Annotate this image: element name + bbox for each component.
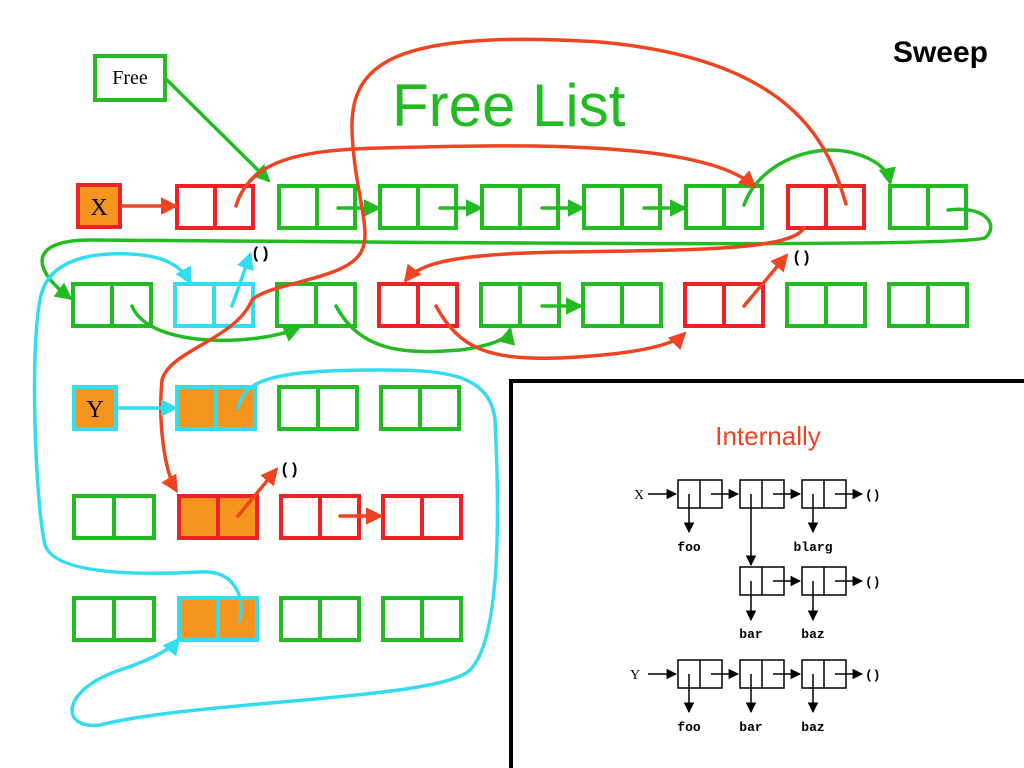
cyan-link xyxy=(32,252,243,622)
free-label-box xyxy=(93,54,167,102)
green-link xyxy=(742,148,896,207)
nil-marker: () xyxy=(251,245,270,263)
root-y-label: Y xyxy=(86,397,103,423)
green-wrap-link xyxy=(40,207,993,301)
inset-nil: () xyxy=(865,488,881,503)
red-link xyxy=(236,467,279,518)
slide-title: Sweep xyxy=(893,36,988,69)
red-link xyxy=(434,304,687,360)
inset-title: Internally xyxy=(715,421,821,451)
red-link xyxy=(403,226,806,283)
nil-marker: () xyxy=(280,461,299,479)
free-list-heading: Free List xyxy=(392,72,626,139)
cons-cell xyxy=(581,282,663,328)
cons-cell xyxy=(379,385,461,431)
nil-marker: () xyxy=(792,249,811,267)
free-pointer-arrow xyxy=(163,76,271,183)
cons-cell xyxy=(173,282,255,328)
cell-row-2 xyxy=(71,282,969,328)
inset-atom: blarg xyxy=(793,540,832,555)
cons-cell xyxy=(785,282,867,328)
red-link xyxy=(234,144,757,208)
cons-cell xyxy=(381,596,463,642)
inset-x-label: X xyxy=(634,488,644,503)
inset-y-label: Y xyxy=(630,668,640,683)
inset-atom: bar xyxy=(739,627,762,642)
root-y-box xyxy=(72,385,118,431)
live-links xyxy=(120,37,848,525)
cons-cell xyxy=(277,385,359,431)
cell-row-4 xyxy=(72,494,463,540)
red-link xyxy=(742,253,789,308)
cons-cell xyxy=(275,282,357,328)
red-link xyxy=(159,37,848,494)
free-list-links xyxy=(40,76,993,354)
cons-cell xyxy=(279,596,361,642)
cons-cell xyxy=(177,596,259,642)
inset-atom: foo xyxy=(677,720,701,735)
inset-nil: () xyxy=(865,668,881,683)
internal-representation-panel: Internally X Y xyxy=(509,379,1024,768)
inset-nil: () xyxy=(865,575,881,590)
cons-cell xyxy=(177,494,259,540)
free-pointer: Free xyxy=(93,54,167,102)
inset-frame xyxy=(509,379,1024,768)
nil-markers: () () () xyxy=(251,245,811,479)
inset-atom: baz xyxy=(801,720,824,735)
cons-cell xyxy=(887,282,969,328)
root-x-box xyxy=(76,183,122,229)
cons-cell xyxy=(175,385,257,431)
cons-cell xyxy=(71,282,153,328)
cons-cell xyxy=(786,184,866,230)
root-y: Y xyxy=(72,385,118,431)
cons-cell xyxy=(888,184,968,230)
free-label: Free xyxy=(112,67,148,89)
y-links xyxy=(32,251,500,728)
cons-cell xyxy=(683,282,765,328)
cons-cell xyxy=(381,494,463,540)
cell-row-5 xyxy=(72,596,463,642)
cons-cell xyxy=(175,184,255,230)
cons-cell xyxy=(72,596,156,642)
inset-atom: bar xyxy=(739,720,762,735)
cons-cell xyxy=(72,494,156,540)
inset-atom: baz xyxy=(801,627,824,642)
cyan-link xyxy=(230,251,254,308)
root-x-label: X xyxy=(90,195,107,221)
inset-atom: foo xyxy=(677,540,701,555)
cell-row-3 xyxy=(175,385,461,431)
cyan-link xyxy=(70,368,500,728)
root-x: X xyxy=(76,183,122,229)
green-link xyxy=(334,304,516,354)
